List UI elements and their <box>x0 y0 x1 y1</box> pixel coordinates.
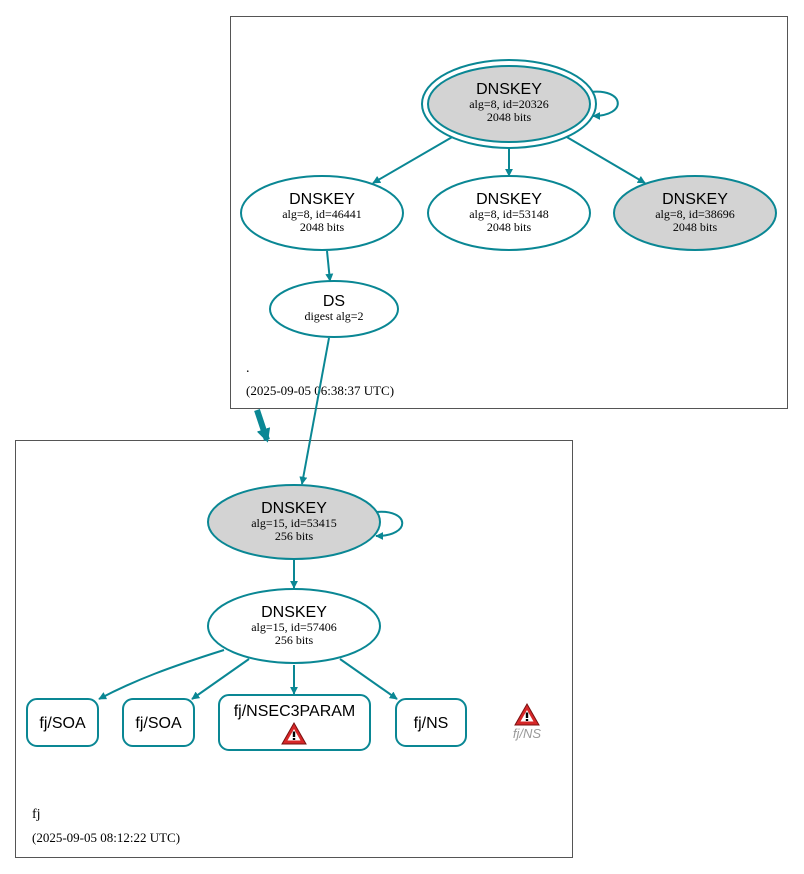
node-root-zsk-53148[interactable]: DNSKEY alg=8, id=53148 2048 bits <box>427 175 591 251</box>
node-fj-zsk[interactable]: DNSKEY alg=15, id=57406 256 bits <box>207 588 381 664</box>
rrset-fj-ns-label: fj/NS <box>414 715 449 732</box>
rrset-fj-soa-2-label: fj/SOA <box>135 715 182 732</box>
node-fj-zsk-line1: alg=15, id=57406 <box>251 620 337 634</box>
rrset-fj-soa-1[interactable]: fj/SOA <box>26 698 99 747</box>
rrset-fj-ns[interactable]: fj/NS <box>395 698 467 747</box>
edge-ds-to-fj-ksk <box>299 337 330 485</box>
node-root-zsk1-line1: alg=8, id=46441 <box>282 207 362 221</box>
edge-ksk-to-zsk1 <box>372 135 455 184</box>
edge-fj-zsk-to-soa1 <box>98 649 225 700</box>
node-root-zsk2-line2: 2048 bits <box>487 220 532 234</box>
node-fj-ksk[interactable]: DNSKEY alg=15, id=53415 256 bits <box>207 484 381 560</box>
node-root-ksk-line2: 2048 bits <box>487 110 532 124</box>
rrset-fj-ns-ghost[interactable]: fj/NS <box>513 703 542 741</box>
rrset-fj-soa-1-label: fj/SOA <box>39 715 86 732</box>
node-root-zsk2-line1: alg=8, id=53148 <box>469 207 549 221</box>
zone-fj-name: fj <box>32 807 41 822</box>
node-root-zsk1-line2: 2048 bits <box>300 220 345 234</box>
node-fj-ds[interactable]: DS digest alg=2 <box>269 280 399 338</box>
node-root-ksk[interactable]: DNSKEY alg=8, id=20326 2048 bits <box>421 59 597 149</box>
node-fj-ksk-line2: 256 bits <box>275 529 314 543</box>
node-fj-ksk-line1: alg=15, id=53415 <box>251 516 337 530</box>
node-fj-ds-line1: digest alg=2 <box>304 309 363 323</box>
edge-fj-zsk-to-ns <box>339 658 398 700</box>
rrset-fj-nsec3param-label: fj/NSEC3PARAM <box>234 703 356 720</box>
node-fj-zsk-title: DNSKEY <box>261 604 327 621</box>
zone-root-name: . <box>246 361 250 376</box>
rrset-fj-nsec3param[interactable]: fj/NSEC3PARAM <box>218 694 371 751</box>
node-root-zsk3-title: DNSKEY <box>662 191 728 208</box>
node-root-zsk-46441[interactable]: DNSKEY alg=8, id=46441 2048 bits <box>240 175 404 251</box>
node-root-zsk2-title: DNSKEY <box>476 191 542 208</box>
edge-ksk-self-loop <box>589 90 619 120</box>
node-fj-ksk-title: DNSKEY <box>261 500 327 517</box>
rrset-fj-soa-2[interactable]: fj/SOA <box>122 698 195 747</box>
node-root-zsk-38696[interactable]: DNSKEY alg=8, id=38696 2048 bits <box>613 175 777 251</box>
edge-fj-zsk-to-soa2 <box>191 658 250 700</box>
edge-ksk-to-zsk3 <box>564 135 646 184</box>
node-root-ksk-title: DNSKEY <box>476 81 542 98</box>
node-root-ksk-line1: alg=8, id=20326 <box>469 97 549 111</box>
node-root-zsk3-line2: 2048 bits <box>673 220 718 234</box>
node-root-zsk3-line1: alg=8, id=38696 <box>655 207 735 221</box>
node-fj-ds-title: DS <box>323 293 345 310</box>
node-root-zsk1-title: DNSKEY <box>289 191 355 208</box>
rrset-fj-ns-ghost-label: fj/NS <box>513 726 542 741</box>
zone-fj-timestamp: (2025-09-05 08:12:22 UTC) <box>32 830 180 845</box>
edge-zone-delegation <box>254 409 271 443</box>
edge-zsk1-to-ds <box>325 250 334 282</box>
node-fj-zsk-line2: 256 bits <box>275 633 314 647</box>
edge-fj-ksk-self-loop <box>375 510 404 540</box>
